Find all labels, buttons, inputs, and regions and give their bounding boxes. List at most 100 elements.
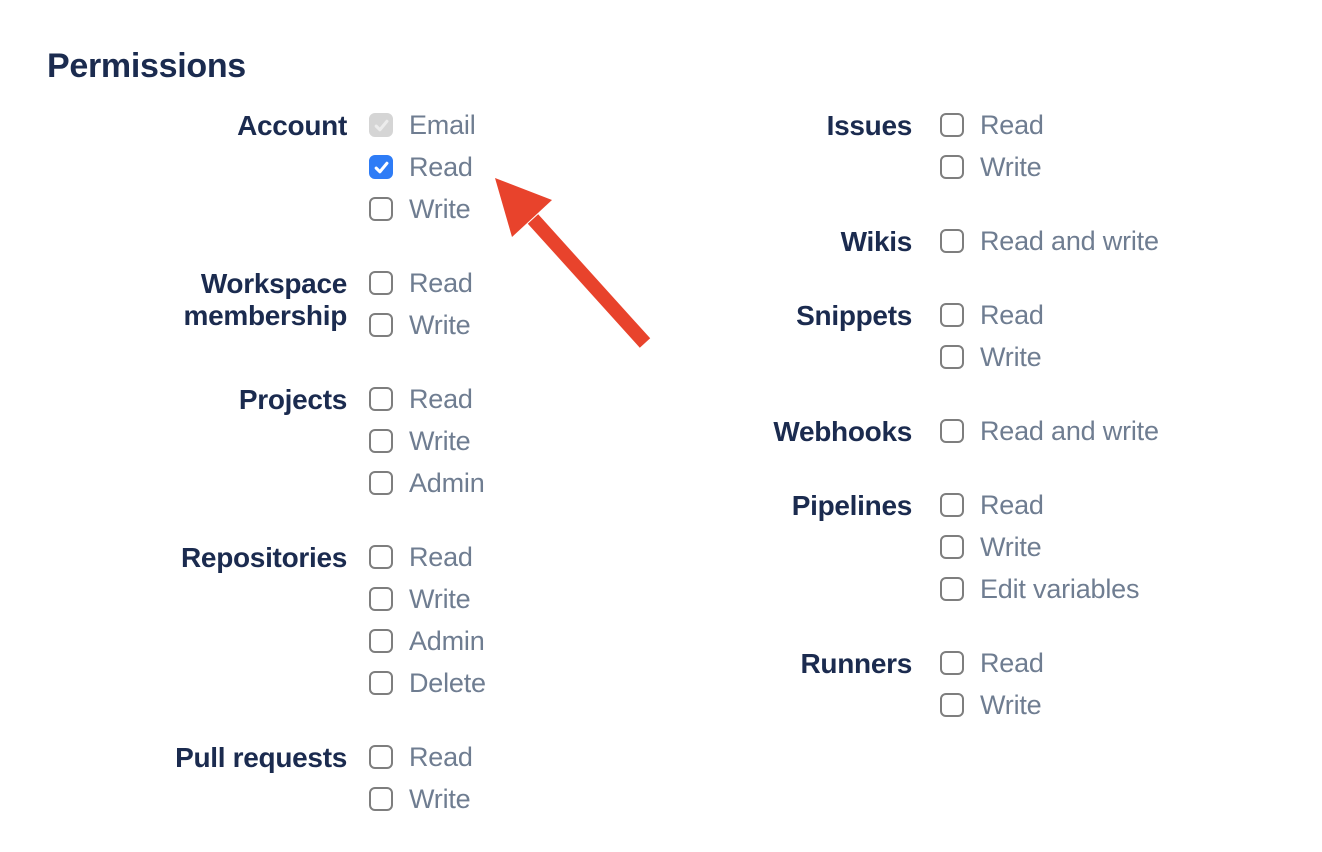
checkbox-label-repositories-read: Read [409, 541, 473, 572]
checkbox-issues-read[interactable] [940, 113, 964, 137]
permission-options: Read Write [369, 736, 473, 820]
permission-option-repositories-read[interactable]: Read [369, 536, 486, 578]
checkmark-icon [374, 119, 388, 131]
permission-group-label-issues: Issues [826, 110, 913, 141]
permission-options: Read and write [940, 220, 1159, 262]
permission-option-pipelines-read[interactable]: Read [940, 484, 1139, 526]
checkbox-webhooks-read-and-write[interactable] [940, 419, 964, 443]
checkbox-workspace-membership-write[interactable] [369, 313, 393, 337]
checkbox-snippets-write[interactable] [940, 345, 964, 369]
checkbox-pull-requests-write[interactable] [369, 787, 393, 811]
checkbox-label-repositories-admin: Admin [409, 625, 485, 656]
checkbox-account-read[interactable] [369, 155, 393, 179]
checkbox-label-issues-write: Write [980, 151, 1042, 182]
permission-option-issues-read[interactable]: Read [940, 104, 1044, 146]
checkbox-account-email [369, 113, 393, 137]
permission-option-pipelines-edit-variables[interactable]: Edit variables [940, 568, 1139, 610]
checkbox-account-write[interactable] [369, 197, 393, 221]
permission-options: Email Read Write [369, 104, 476, 230]
checkbox-label-pipelines-read: Read [980, 489, 1044, 520]
checkbox-projects-admin[interactable] [369, 471, 393, 495]
checkbox-label-runners-read: Read [980, 647, 1044, 678]
permission-option-snippets-read[interactable]: Read [940, 294, 1044, 336]
arrow-shaft-icon [527, 214, 651, 348]
checkbox-label-webhooks-read-and-write: Read and write [980, 415, 1159, 446]
checkbox-label-projects-read: Read [409, 383, 473, 414]
checkbox-pull-requests-read[interactable] [369, 745, 393, 769]
permission-group-wikis: Wikis Read and write [662, 220, 1159, 262]
permission-options: Read and write [940, 410, 1159, 452]
checkbox-label-pull-requests-read: Read [409, 741, 473, 772]
checkbox-label-issues-read: Read [980, 109, 1044, 140]
permission-option-pull-requests-write[interactable]: Write [369, 778, 473, 820]
permission-group-label-account: Account [237, 110, 347, 141]
checkbox-pipelines-read[interactable] [940, 493, 964, 517]
permission-group-snippets: Snippets Read Write [662, 294, 1159, 378]
permission-group-label-pipelines: Pipelines [791, 490, 913, 521]
permission-option-wikis-read-and-write[interactable]: Read and write [940, 220, 1159, 262]
checkbox-pipelines-edit-variables[interactable] [940, 577, 964, 601]
checkbox-workspace-membership-read[interactable] [369, 271, 393, 295]
checkbox-label-pipelines-edit-variables: Edit variables [980, 573, 1140, 604]
checkbox-label-repositories-delete: Delete [409, 667, 486, 698]
permission-option-projects-read[interactable]: Read [369, 378, 485, 420]
checkbox-label-workspace-membership-write: Write [409, 309, 471, 340]
permission-option-webhooks-read-and-write[interactable]: Read and write [940, 410, 1159, 452]
checkbox-label-projects-write: Write [409, 425, 471, 456]
permission-option-workspace-membership-read[interactable]: Read [369, 262, 473, 304]
checkbox-label-workspace-membership-read: Read [409, 267, 473, 298]
permission-option-issues-write[interactable]: Write [940, 146, 1044, 188]
permission-option-account-email: Email [369, 104, 476, 146]
checkbox-repositories-admin[interactable] [369, 629, 393, 653]
checkbox-issues-write[interactable] [940, 155, 964, 179]
permission-group-repositories: Repositories Read Write Admin [0, 536, 486, 704]
permission-option-projects-write[interactable]: Write [369, 420, 485, 462]
permission-option-repositories-write[interactable]: Write [369, 578, 486, 620]
checkbox-snippets-read[interactable] [940, 303, 964, 327]
permission-options: Read Write Admin Delete [369, 536, 486, 704]
permission-group-label-repositories: Repositories [181, 542, 347, 573]
checkbox-wikis-read-and-write[interactable] [940, 229, 964, 253]
checkbox-repositories-write[interactable] [369, 587, 393, 611]
permission-option-repositories-delete[interactable]: Delete [369, 662, 486, 704]
permission-options: Read Write [940, 642, 1044, 726]
permission-group-label-wikis: Wikis [840, 226, 913, 257]
permission-option-projects-admin[interactable]: Admin [369, 462, 485, 504]
checkbox-pipelines-write[interactable] [940, 535, 964, 559]
checkbox-label-pull-requests-write: Write [409, 783, 471, 814]
permission-group-label-projects: Projects [238, 384, 347, 415]
permission-option-workspace-membership-write[interactable]: Write [369, 304, 473, 346]
checkbox-label-wikis-read-and-write: Read and write [980, 225, 1159, 256]
permission-group-pull-requests: Pull requests Read Write [0, 736, 486, 820]
permission-option-runners-read[interactable]: Read [940, 642, 1044, 684]
permission-options: Read Write Admin [369, 378, 485, 504]
checkbox-label-repositories-write: Write [409, 583, 471, 614]
permission-group-label-snippets: Snippets [796, 300, 912, 331]
checkbox-projects-read[interactable] [369, 387, 393, 411]
checkbox-label-projects-admin: Admin [409, 467, 485, 498]
checkbox-repositories-read[interactable] [369, 545, 393, 569]
checkbox-runners-read[interactable] [940, 651, 964, 675]
permission-group-label-webhooks: Webhooks [773, 416, 912, 447]
checkmark-icon [374, 161, 388, 173]
permission-group-label-workspace-membership: Workspace membership [183, 268, 348, 331]
permission-group-label-pull-requests: Pull requests [175, 742, 347, 773]
permission-options: Read Write [940, 104, 1044, 188]
checkbox-runners-write[interactable] [940, 693, 964, 717]
permission-option-pull-requests-read[interactable]: Read [369, 736, 473, 778]
checkbox-repositories-delete[interactable] [369, 671, 393, 695]
permission-group-pipelines: Pipelines Read Write Edit variables [662, 484, 1159, 610]
permission-options: Read Write [369, 262, 473, 346]
permission-options: Read Write [940, 294, 1044, 378]
permission-option-runners-write[interactable]: Write [940, 684, 1044, 726]
permission-option-snippets-write[interactable]: Write [940, 336, 1044, 378]
permission-group-projects: Projects Read Write Admin [0, 378, 486, 504]
checkbox-projects-write[interactable] [369, 429, 393, 453]
permissions-column-left: Account Email Read Write Workspace membe… [0, 104, 486, 852]
permission-group-webhooks: Webhooks Read and write [662, 410, 1159, 452]
permission-option-pipelines-write[interactable]: Write [940, 526, 1139, 568]
permission-option-repositories-admin[interactable]: Admin [369, 620, 486, 662]
permission-option-account-read[interactable]: Read [369, 146, 476, 188]
arrow-head-icon [495, 178, 552, 237]
permission-option-account-write[interactable]: Write [369, 188, 476, 230]
